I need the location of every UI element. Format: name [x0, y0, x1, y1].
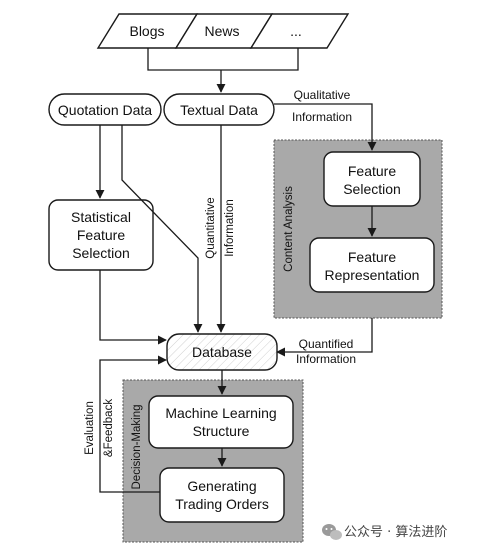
quotation-data-label: Quotation Data — [58, 102, 152, 118]
evaluation-label-2: &Feedback — [103, 399, 115, 457]
statistical-to-database — [99, 270, 167, 345]
ml-label-1: Machine Learning — [165, 405, 276, 421]
quantitative-label-1: Quantitative — [205, 197, 217, 258]
more-source — [249, 13, 350, 49]
news-label: News — [204, 23, 239, 39]
database-label: Database — [192, 344, 252, 360]
quotation-to-database — [121, 125, 203, 333]
orders-label-1: Generating — [187, 478, 256, 494]
statistical-label-1: Statistical — [71, 209, 131, 225]
statistical-feature-selection-node — [48, 199, 154, 271]
decision-making-label: Decision-Making — [131, 404, 143, 489]
feature-selection-node — [323, 151, 421, 207]
quantitative-label-2: Information — [224, 199, 236, 257]
more-label: ... — [290, 23, 302, 39]
textual-data-label: Textual Data — [180, 102, 258, 118]
quotation-data-node — [48, 93, 162, 126]
generating-trading-orders-node — [159, 467, 285, 523]
sources-bracket — [147, 48, 299, 71]
feature-representation-label-1: Feature — [348, 249, 396, 265]
watermark-text: 公众号 · 算法进阶 — [344, 525, 447, 540]
feature-selection-label-2: Selection — [343, 181, 401, 197]
qualitative-edge — [274, 103, 377, 151]
quantified-edge — [276, 318, 373, 357]
machine-learning-structure-node — [148, 395, 294, 449]
wechat-icon — [322, 524, 342, 540]
statistical-label-3: Selection — [72, 245, 130, 261]
feature-representation-node — [309, 237, 435, 293]
qualitative-label-1: Qualitative — [294, 88, 351, 102]
statistical-label-2: Feature — [77, 227, 125, 243]
feature-selection-label-1: Feature — [348, 163, 396, 179]
quantified-label-1: Quantified — [299, 337, 354, 351]
quantified-label-2: Information — [296, 352, 356, 366]
ml-label-2: Structure — [193, 423, 250, 439]
feature-representation-label-2: Representation — [325, 267, 420, 283]
orders-label-2: Trading Orders — [175, 496, 269, 512]
evaluation-label-1: Evaluation — [84, 401, 96, 455]
feedback-edge — [99, 355, 167, 493]
textual-data-node — [163, 93, 275, 126]
blogs-label: Blogs — [129, 23, 164, 39]
qualitative-label-2: Information — [292, 110, 352, 124]
content-analysis-label: Content Analysis — [283, 186, 295, 272]
